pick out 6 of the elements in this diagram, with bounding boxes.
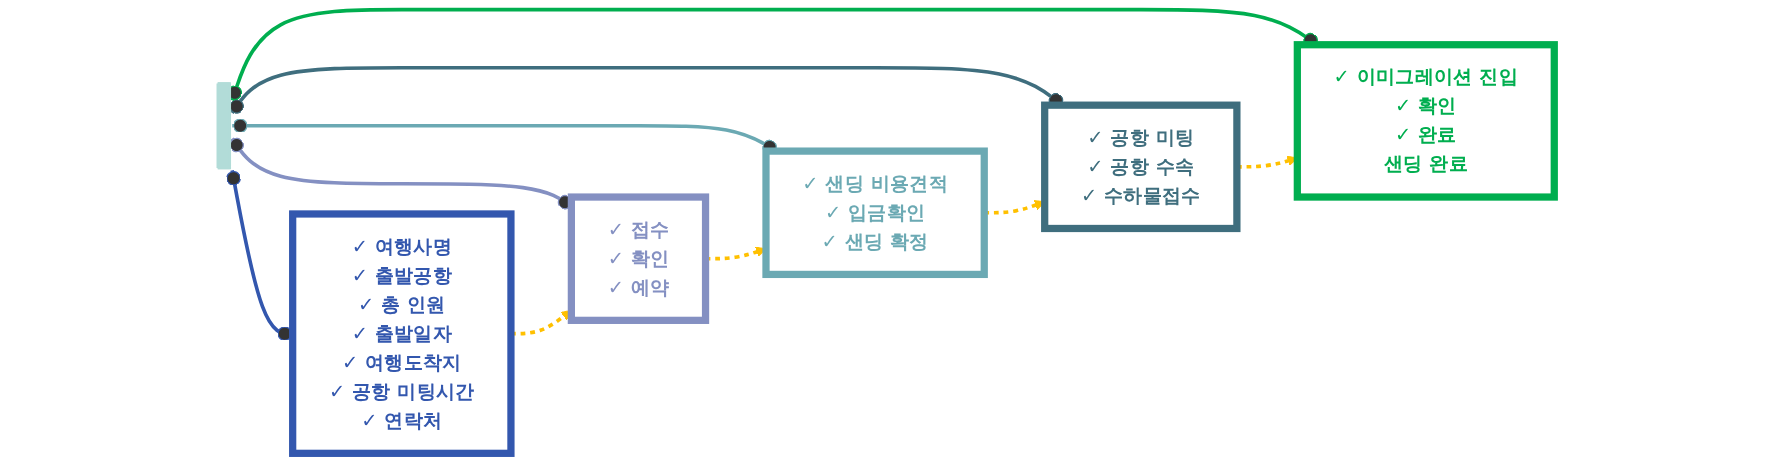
node-box: ✓ 접수 ✓ 확인 ✓ 예약 <box>567 193 710 324</box>
node-box: ✓ 공항 미팅 ✓ 공항 수속 ✓ 수하물접수 <box>1041 101 1241 233</box>
node-box: ✓ 샌딩 비용견적 ✓ 입금확인 ✓ 샌딩 확정 <box>762 147 988 279</box>
connector <box>229 65 1064 115</box>
node-box: ✓ 이미그레이션 진입 ✓ 확인 ✓ 완료 샌딩 완료 <box>1293 41 1558 201</box>
node-box: ✓ 여행사명 ✓ 출발공항 ✓ 총 인원 ✓ 출발일자 ✓ 여행도착지 ✓ 공항 미팅시간 ✓ 연락처 <box>289 210 515 457</box>
